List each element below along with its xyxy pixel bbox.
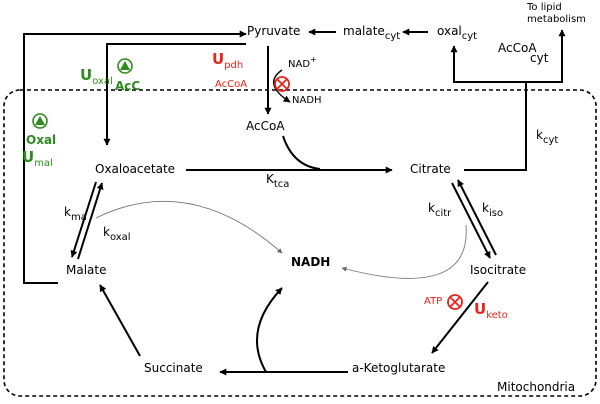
inhibition-symbol-keto bbox=[447, 294, 463, 310]
rate-k-iso-sub: iso bbox=[488, 208, 504, 219]
edge-oxaloacetate-to-malate bbox=[70, 181, 97, 258]
edge-succinate-to-malate bbox=[99, 284, 141, 357]
rate-k-citr-sub: citr bbox=[434, 208, 452, 219]
label-lipid-line2: metabolism bbox=[527, 14, 586, 25]
inhibition-symbol-pdh bbox=[274, 76, 290, 92]
node-oxal-cyt-label: oxal bbox=[437, 24, 462, 38]
cofactor-nad-sup: + bbox=[310, 55, 317, 64]
node-pyruvate: Pyruvate bbox=[247, 24, 301, 38]
control-u-mal-sub: mal bbox=[34, 158, 53, 169]
edge-isocitrate-to-aketo bbox=[431, 281, 489, 354]
control-u-oxal-signal: AcC bbox=[115, 79, 141, 93]
activation-symbol-oxal bbox=[117, 58, 133, 74]
cofactor-nad-label: NAD bbox=[288, 59, 311, 70]
control-u-keto: Uketo bbox=[474, 300, 508, 321]
control-u-mal: Umal bbox=[22, 148, 53, 169]
node-nadh: NADH bbox=[291, 255, 331, 269]
rate-k-citr-label: k bbox=[428, 201, 435, 215]
control-u-mal-label: U bbox=[22, 148, 35, 166]
compartment-label: Mitochondria bbox=[497, 380, 576, 394]
control-u-pdh-label: U bbox=[212, 50, 225, 68]
rate-k-ma-sub: ma bbox=[70, 212, 87, 223]
node-oxal-cyt-sub: cyt bbox=[461, 31, 478, 42]
edge-aketo-nadh bbox=[256, 287, 283, 373]
cofactor-nad: NAD+ bbox=[288, 56, 317, 70]
node-malate: Malate bbox=[66, 263, 107, 277]
rate-k-iso: kiso bbox=[482, 201, 503, 219]
node-oxaloacetate: Oxaloacetate bbox=[95, 162, 176, 176]
control-u-mal-signal: Oxal bbox=[26, 133, 57, 147]
edge-malate-nadh bbox=[95, 200, 283, 254]
rate-k-iso-label: k bbox=[482, 201, 489, 215]
rate-k-tca-label: K bbox=[266, 172, 274, 186]
label-lipid-line1: To lipid bbox=[527, 2, 562, 13]
edge-malate-to-pyruvate-loop bbox=[23, 30, 247, 284]
control-u-pdh-sub: pdh bbox=[224, 60, 244, 71]
rate-k-cyt: kcyt bbox=[536, 128, 558, 146]
node-a-ketoglutarate: a-Ketoglutarate bbox=[352, 361, 446, 375]
control-u-oxal-sub: oxal bbox=[92, 76, 113, 87]
rate-k-cyt-sub: cyt bbox=[542, 135, 559, 146]
edge-malate-to-oxaloacetate bbox=[77, 182, 104, 260]
mitochondria-boundary bbox=[3, 89, 597, 397]
control-u-oxal-label: U bbox=[80, 66, 93, 84]
node-accoa-cyt: AcCoA bbox=[498, 41, 537, 55]
edge-citrate-export bbox=[464, 82, 527, 171]
edge-isocitrate-nadh bbox=[341, 224, 467, 279]
activation-symbol-mal bbox=[32, 113, 48, 129]
edge-accoa-cyt-branch bbox=[450, 29, 566, 83]
rate-k-oxal: koxal bbox=[103, 225, 131, 243]
rate-k-tca-sub: tca bbox=[273, 179, 290, 190]
node-accoa: AcCoA bbox=[246, 119, 285, 133]
control-u-keto-label: U bbox=[474, 300, 487, 318]
edge-citrate-to-isocitrate bbox=[451, 182, 491, 259]
control-u-oxal: Uoxal bbox=[80, 66, 113, 87]
rate-k-oxal-sub: oxal bbox=[109, 232, 131, 243]
node-oxal-cyt: oxalcyt bbox=[437, 24, 477, 42]
control-u-pdh-signal: AcCoA bbox=[215, 79, 248, 90]
node-malate-cyt: malatecyt bbox=[343, 24, 400, 42]
node-accoa-cyt-sub: cyt bbox=[530, 51, 549, 65]
rate-k-cyt-label: k bbox=[536, 128, 543, 142]
node-malate-cyt-sub: cyt bbox=[384, 31, 401, 42]
rate-k-ma-label: k bbox=[64, 205, 71, 219]
rate-k-tca: Ktca bbox=[266, 172, 289, 190]
node-citrate: Citrate bbox=[410, 162, 451, 176]
node-succinate: Succinate bbox=[144, 361, 203, 375]
rate-k-ma: kma bbox=[64, 205, 87, 223]
edge-nad-to-nadh bbox=[273, 69, 291, 103]
cofactor-nadh-small: NADH bbox=[292, 95, 322, 106]
rate-k-citr: kcitr bbox=[428, 201, 451, 219]
node-malate-cyt-label: malate bbox=[343, 24, 385, 38]
control-u-keto-sub: keto bbox=[486, 310, 508, 321]
edge-isocitrate-to-citrate bbox=[457, 179, 497, 256]
node-isocitrate: Isocitrate bbox=[470, 263, 527, 277]
control-u-pdh: Updh bbox=[212, 50, 243, 71]
edge-accoa-join bbox=[282, 135, 321, 170]
rate-k-oxal-label: k bbox=[103, 225, 110, 239]
edge-pyruvate-to-oxaloacetate bbox=[103, 43, 246, 146]
cofactor-atp: ATP bbox=[424, 296, 443, 307]
